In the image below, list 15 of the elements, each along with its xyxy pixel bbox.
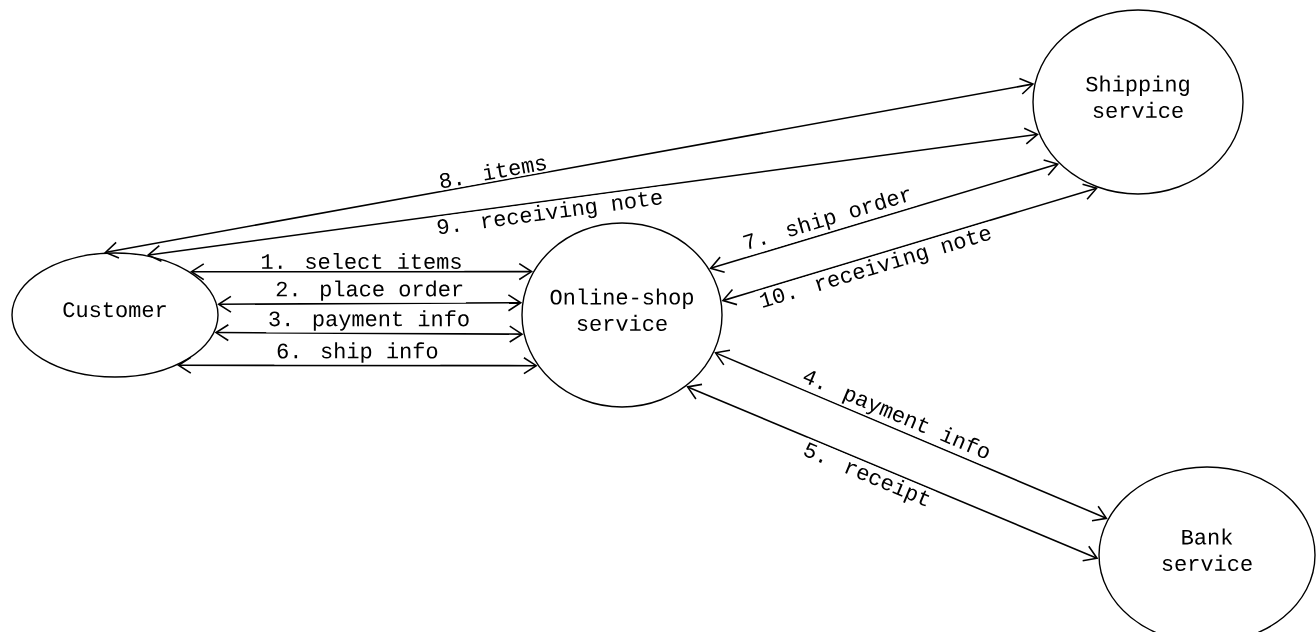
arrow bbox=[104, 77, 1035, 259]
arrow bbox=[214, 323, 524, 343]
arrow bbox=[217, 294, 523, 313]
arrow bbox=[177, 356, 538, 375]
arrow bbox=[686, 383, 1099, 562]
edge-label: 8. items bbox=[435, 151, 551, 191]
arrow bbox=[714, 349, 1108, 522]
arrow bbox=[190, 262, 534, 281]
edge-label: 1. select items bbox=[258, 251, 465, 271]
arrow bbox=[721, 183, 1098, 306]
arrow bbox=[146, 127, 1039, 263]
edge-label: 2. place order bbox=[273, 278, 466, 303]
edge-label: 3. payment info bbox=[266, 308, 472, 333]
arrow bbox=[709, 159, 1060, 274]
edge-label: 6. ship info bbox=[274, 340, 441, 365]
